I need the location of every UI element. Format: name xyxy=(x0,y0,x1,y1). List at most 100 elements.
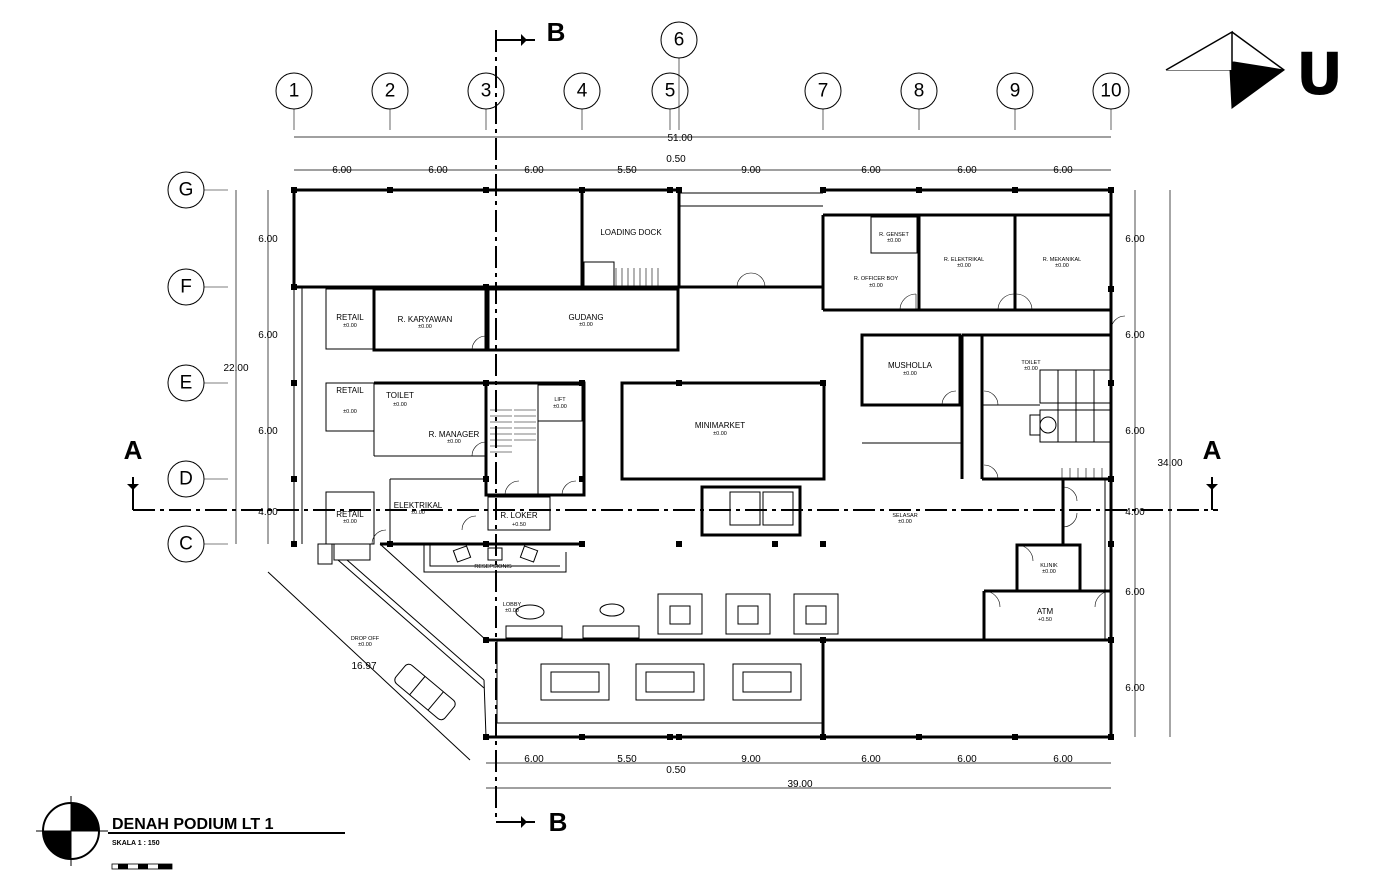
room-label-toilet-large: TOILET xyxy=(1021,360,1041,366)
stairs xyxy=(490,268,1103,479)
svg-text:±0.00: ±0.00 xyxy=(343,409,357,415)
room-label-retail-3: RETAIL xyxy=(336,510,364,519)
grid-bubble-6: 6 xyxy=(660,21,698,59)
grid-leaders xyxy=(204,58,1112,545)
title-symbol-icon xyxy=(36,796,108,866)
svg-text:5: 5 xyxy=(665,81,676,102)
svg-text:±0.00: ±0.00 xyxy=(418,324,432,330)
room-label-receptionist: RESEPSIONIS xyxy=(474,564,512,570)
section-a-left-label: A xyxy=(124,435,143,465)
room-label-gudang: GUDANG xyxy=(568,313,603,322)
svg-text:4.00: 4.00 xyxy=(1125,507,1145,518)
svg-text:6.00: 6.00 xyxy=(258,234,278,245)
dropoff-dimension: 16.97 xyxy=(351,661,376,672)
svg-text:0.50: 0.50 xyxy=(666,154,686,165)
svg-text:6.00: 6.00 xyxy=(524,165,544,176)
grid-bubble-9: 9 xyxy=(996,72,1034,110)
svg-text:39.00: 39.00 xyxy=(787,779,812,790)
svg-text:±0.00: ±0.00 xyxy=(343,323,357,329)
svg-text:6.00: 6.00 xyxy=(1053,165,1073,176)
svg-text:±0.00: ±0.00 xyxy=(553,404,567,410)
svg-text:6.00: 6.00 xyxy=(258,330,278,341)
section-b-top-label: B xyxy=(547,17,566,47)
dimension-left: 22.00 6.00 6.00 6.00 4.00 xyxy=(223,190,278,544)
svg-text:6.00: 6.00 xyxy=(332,165,352,176)
dimension-bottom: 6.00 5.50 9.00 6.00 6.00 6.00 0.50 39.00 xyxy=(486,754,1111,790)
svg-text:±0.00: ±0.00 xyxy=(343,519,357,525)
svg-text:6.00: 6.00 xyxy=(1125,330,1145,341)
room-label-r-karyawan: R. KARYAWAN xyxy=(398,315,453,324)
svg-text:34.00: 34.00 xyxy=(1157,458,1182,469)
svg-text:51.00: 51.00 xyxy=(667,133,692,144)
svg-text:5.50: 5.50 xyxy=(617,165,637,176)
svg-text:1: 1 xyxy=(289,81,300,102)
svg-text:6.00: 6.00 xyxy=(1125,426,1145,437)
section-b-bottom-label: B xyxy=(549,807,568,837)
room-label-elektrikal: ELEKTRIKAL xyxy=(394,501,443,510)
grid-bubble-3: 3 xyxy=(467,72,505,110)
svg-text:±0.00: ±0.00 xyxy=(1024,366,1038,372)
svg-text:4: 4 xyxy=(577,81,588,102)
svg-text:6.00: 6.00 xyxy=(957,165,977,176)
svg-text:6.00: 6.00 xyxy=(1125,587,1145,598)
svg-text:22.00: 22.00 xyxy=(223,363,248,374)
title-block: DENAH PODIUM LT 1 SKALA 1 : 150 xyxy=(36,796,345,870)
svg-text:8: 8 xyxy=(914,81,925,102)
scale-bar xyxy=(111,863,173,870)
svg-text:G: G xyxy=(179,180,194,201)
drawing-title: DENAH PODIUM LT 1 xyxy=(112,816,274,833)
grid-bubble-C: C xyxy=(167,525,205,563)
room-labels: LOADING DOCK GUDANG ±0.00 RETAIL ±0.00 R… xyxy=(336,228,1081,672)
svg-text:±0.00: ±0.00 xyxy=(411,510,425,516)
svg-text:±0.00: ±0.00 xyxy=(713,431,727,437)
room-label-r-manager: R. MANAGER xyxy=(429,430,480,439)
room-label-musholla: MUSHOLLA xyxy=(888,361,933,370)
grid-bubble-8: 8 xyxy=(900,72,938,110)
svg-text:9.00: 9.00 xyxy=(741,165,761,176)
svg-text:3: 3 xyxy=(481,81,492,102)
svg-text:2: 2 xyxy=(385,81,396,102)
north-arrow: U xyxy=(1165,30,1343,109)
svg-text:F: F xyxy=(180,277,192,298)
grid-bubble-1: 1 xyxy=(275,72,313,110)
svg-text:6.00: 6.00 xyxy=(1125,234,1145,245)
grid-bubble-4: 4 xyxy=(563,72,601,110)
room-label-minimarket: MINIMARKET xyxy=(695,421,745,430)
section-a-right-label: A xyxy=(1203,435,1222,465)
svg-text:6.00: 6.00 xyxy=(1125,683,1145,694)
grid-bubble-G: G xyxy=(167,171,205,209)
svg-text:6.00: 6.00 xyxy=(957,754,977,765)
svg-text:6.00: 6.00 xyxy=(861,754,881,765)
svg-text:±0.00: ±0.00 xyxy=(898,519,912,525)
room-label-r-elektrikal: R. ELEKTRIKAL xyxy=(944,257,984,263)
columns xyxy=(291,187,1114,740)
svg-text:+0.50: +0.50 xyxy=(1038,617,1052,623)
room-label-loading-dock: LOADING DOCK xyxy=(600,228,662,237)
room-label-retail-2: RETAIL xyxy=(336,386,364,395)
svg-text:±0.00: ±0.00 xyxy=(869,283,883,289)
svg-text:D: D xyxy=(179,469,193,490)
svg-text:6.00: 6.00 xyxy=(524,754,544,765)
svg-text:C: C xyxy=(179,534,193,555)
grid-bubble-E: E xyxy=(167,364,205,402)
room-label-selasar: SELASAR xyxy=(892,513,917,519)
room-label-retail-1: RETAIL xyxy=(336,313,364,322)
svg-text:6: 6 xyxy=(674,30,685,51)
grid-bubble-D: D xyxy=(167,460,205,498)
dimension-right: 6.00 6.00 6.00 4.00 6.00 6.00 34.00 xyxy=(1125,190,1183,737)
room-label-klinik: KLINIK xyxy=(1040,563,1058,569)
svg-text:9: 9 xyxy=(1010,81,1021,102)
svg-text:±0.00: ±0.00 xyxy=(358,642,372,648)
grid-bubble-10: 10 xyxy=(1092,72,1130,110)
grid-bubble-2: 2 xyxy=(371,72,409,110)
grid-row-bubbles: G F E D C xyxy=(167,171,205,563)
room-label-r-officer-boy: R. OFFICER BOY xyxy=(854,276,899,282)
svg-text:6.00: 6.00 xyxy=(428,165,448,176)
svg-text:+0.50: +0.50 xyxy=(512,522,526,528)
room-label-drop-off: DROP OFF xyxy=(351,636,380,642)
lobby-furniture xyxy=(452,414,1057,639)
section-line-b: B B xyxy=(495,17,568,837)
svg-text:10: 10 xyxy=(1100,81,1121,102)
svg-text:±0.00: ±0.00 xyxy=(1055,263,1069,269)
